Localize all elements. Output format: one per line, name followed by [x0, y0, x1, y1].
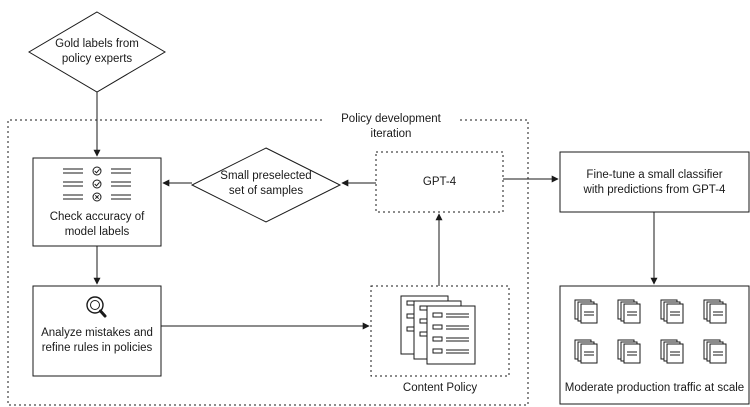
magnifier-icon [86, 296, 107, 318]
finetune-line2: with predictions from GPT-4 [583, 184, 726, 196]
analyze-text: Analyze mistakes and refine rules in pol… [33, 326, 161, 356]
check-accuracy-line2: model labels [64, 226, 130, 238]
finetune-box [559, 151, 750, 213]
analyze-line1: Analyze mistakes and [41, 327, 153, 339]
check-accuracy-text: Check accuracy of model labels [33, 210, 161, 240]
samples-text: Small preselected set of samples [207, 169, 325, 199]
gpt4-label: GPT-4 [422, 176, 457, 188]
gold-labels-text: Gold labels from policy experts [37, 37, 157, 67]
moderate-label: Moderate production traffic at scale [564, 382, 745, 394]
iteration-container [7, 119, 529, 406]
samples-diamond [190, 147, 342, 223]
finetune-text: Fine-tune a small classifier with predic… [560, 168, 749, 198]
iteration-title: Policy development iteration [322, 112, 460, 142]
finetune-line1: Fine-tune a small classifier [586, 169, 723, 181]
samples-line1: Small preselected [220, 170, 312, 182]
check-accuracy-line1: Check accuracy of [49, 211, 145, 223]
document-grid-icon [574, 299, 727, 364]
samples-line2: set of samples [228, 185, 304, 197]
gold-labels-line2: policy experts [61, 53, 133, 65]
gold-labels-line1: Gold labels from [55, 38, 139, 50]
analyze-line2: refine rules in policies [41, 342, 153, 354]
gpt4-box [375, 151, 504, 213]
content-policy-label: Content Policy [402, 382, 478, 394]
document-stack-icon [400, 295, 476, 365]
checklist-icon [63, 166, 131, 202]
